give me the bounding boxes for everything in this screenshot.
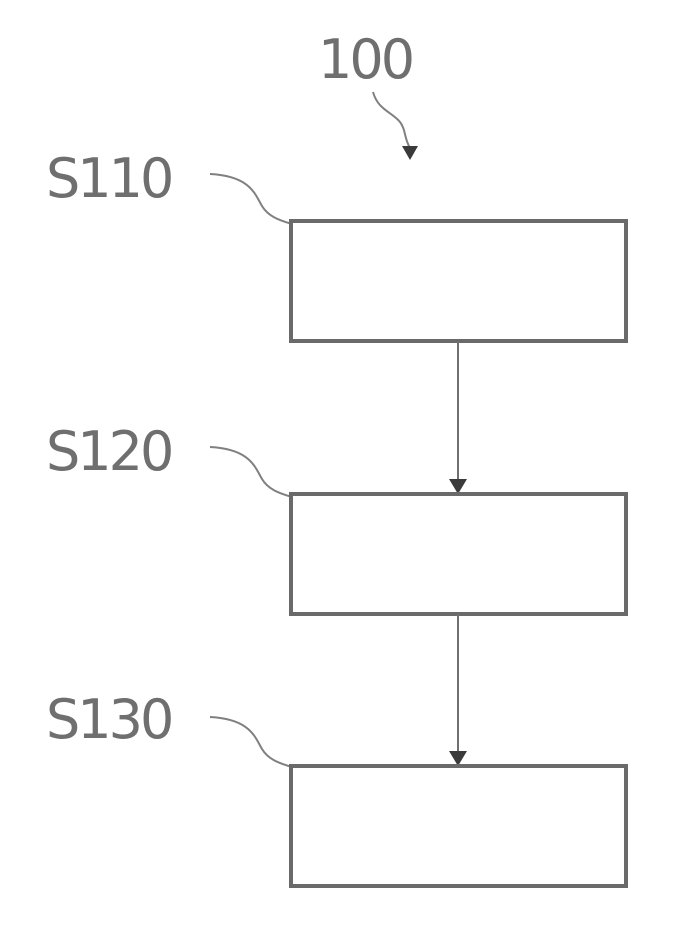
reference-arrowhead (402, 146, 418, 160)
step-label-s130: S130 (46, 688, 171, 751)
figure-reference-label: 100 (318, 28, 412, 91)
step-leader-s130 (210, 717, 292, 767)
step-box-s130 (291, 766, 626, 886)
step-label-s110: S110 (46, 147, 171, 210)
connector-arrowhead-s120 (449, 479, 467, 494)
step-leader-s110 (210, 174, 292, 224)
step-box-s110 (291, 221, 626, 341)
reference-pointer-line (373, 92, 410, 148)
step-box-s120 (291, 494, 626, 614)
connector-arrowhead-s130 (449, 751, 467, 766)
step-label-s120: S120 (46, 420, 171, 483)
step-leader-s120 (210, 447, 292, 497)
